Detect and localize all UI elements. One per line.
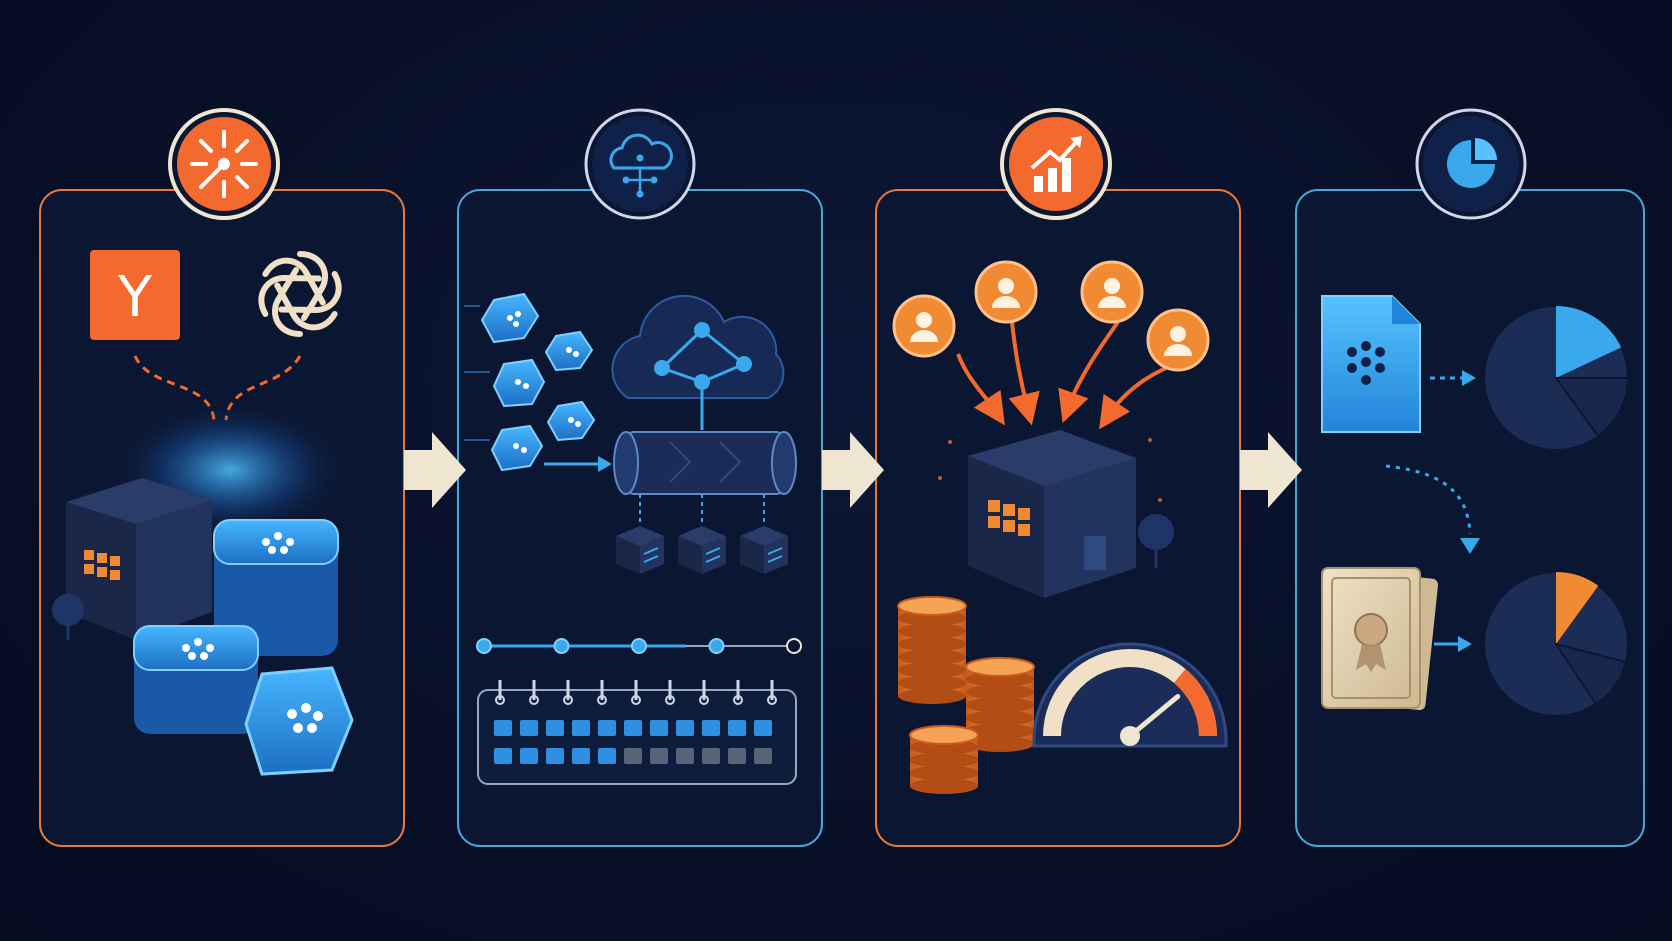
calendar-ring-hole bbox=[733, 695, 743, 705]
y-combinator-letter: Y bbox=[117, 265, 153, 330]
calendar-cell-active bbox=[702, 720, 720, 736]
user-avatar bbox=[892, 294, 956, 358]
coin-stack bbox=[965, 657, 1035, 752]
flow-arrow-2 bbox=[822, 432, 884, 508]
growth-chart-icon bbox=[1000, 108, 1112, 220]
calendar-cell-active bbox=[520, 748, 538, 764]
coin-stack bbox=[909, 725, 979, 794]
calendar-ring-hole bbox=[563, 695, 573, 705]
calendar-cell-empty bbox=[702, 748, 720, 764]
timeline-icon bbox=[476, 638, 802, 654]
calendar-cell-active bbox=[598, 748, 616, 764]
user-avatar-icon bbox=[892, 260, 1210, 372]
timeline-node bbox=[631, 638, 647, 654]
calendar-cell-active bbox=[624, 720, 642, 736]
panel-4-frame bbox=[1295, 189, 1645, 847]
pie-chart-orange-icon bbox=[1483, 571, 1629, 717]
calendar-ring-hole bbox=[597, 695, 607, 705]
flow-arrow-3 bbox=[1240, 432, 1302, 508]
dashed-curve-arrow bbox=[1385, 464, 1480, 554]
cloud-network-icon bbox=[584, 108, 696, 220]
calendar-cell-active bbox=[598, 720, 616, 736]
openai-logo bbox=[258, 251, 342, 337]
calendar-cell-active bbox=[572, 720, 590, 736]
calendar-cell-empty bbox=[754, 748, 772, 764]
calendar-cell-active bbox=[754, 720, 772, 736]
calendar-ring-hole bbox=[767, 695, 777, 705]
calendar-cell-active bbox=[650, 720, 668, 736]
calendar-ring-hole bbox=[495, 695, 505, 705]
calendar-cell-active bbox=[728, 720, 746, 736]
flow-arrow-1 bbox=[404, 432, 466, 508]
token-document-icon bbox=[1321, 295, 1421, 433]
calendar-cell-active bbox=[520, 720, 538, 736]
timeline-node bbox=[553, 638, 570, 654]
timeline-node bbox=[476, 638, 492, 654]
startup-building-icon bbox=[52, 478, 212, 640]
calendar-cell-active bbox=[546, 748, 564, 764]
y-combinator-logo: Y bbox=[90, 250, 180, 340]
calendar-grid-icon bbox=[477, 680, 797, 785]
calendar-cell-active bbox=[546, 720, 564, 736]
pie-chart-icon bbox=[1415, 108, 1527, 220]
company-building-icon bbox=[938, 430, 1174, 598]
cert-to-pie-arrow bbox=[1434, 636, 1472, 652]
sparkle-hub-icon bbox=[168, 108, 280, 220]
user-avatar bbox=[1080, 260, 1144, 324]
speedometer-gauge-icon bbox=[1032, 642, 1228, 748]
coin-stack bbox=[897, 596, 967, 704]
doc-to-pie-arrow bbox=[1430, 370, 1476, 386]
calendar-cell-empty bbox=[676, 748, 694, 764]
token-hexagon-icon bbox=[464, 292, 612, 472]
calendar-cell-active bbox=[494, 720, 512, 736]
calendar-cell-active bbox=[676, 720, 694, 736]
cloud-graph-icon bbox=[611, 294, 785, 430]
server-connectors bbox=[639, 494, 765, 526]
calendar-cell-active bbox=[572, 748, 590, 764]
timeline-end-node bbox=[786, 638, 802, 654]
user-avatar bbox=[1146, 308, 1210, 372]
pipeline-cylinder-icon bbox=[613, 431, 797, 495]
coin-stack-icon bbox=[897, 596, 1035, 794]
calendar-cell-active bbox=[494, 748, 512, 764]
calendar-ring-hole bbox=[665, 695, 675, 705]
calendar-cell-empty bbox=[650, 748, 668, 764]
calendar-ring-hole bbox=[631, 695, 641, 705]
certificate-icon bbox=[1321, 567, 1439, 711]
calendar-cell-empty bbox=[728, 748, 746, 764]
token-stack-icon bbox=[133, 519, 354, 776]
server-cube-icon bbox=[616, 526, 788, 574]
pie-chart-blue-icon bbox=[1483, 305, 1630, 451]
timeline-node bbox=[708, 638, 725, 654]
calendar-ring-hole bbox=[699, 695, 709, 705]
calendar-cell-empty bbox=[624, 748, 642, 764]
user-avatar bbox=[974, 260, 1038, 324]
calendar-ring-hole bbox=[529, 695, 539, 705]
